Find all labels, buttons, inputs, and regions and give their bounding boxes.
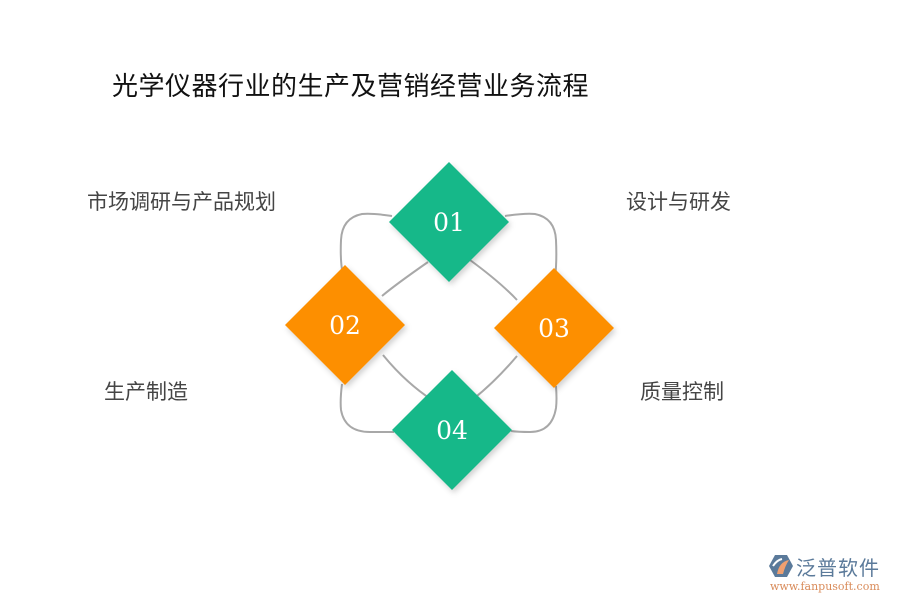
step-diamond-03 [494, 268, 614, 388]
step-label-market-research: 市场调研与产品规划 [87, 190, 276, 214]
connector-01-03 [469, 259, 518, 301]
outer-arc-top-right [504, 212, 558, 279]
step-diamond-04 [392, 370, 512, 490]
outer-arc-top-left [339, 212, 393, 276]
logo-url: www.fanpusoft.com [770, 580, 880, 593]
outer-arc-bottom-right [510, 385, 558, 434]
step-number-03: 03 [538, 314, 570, 343]
step-number-04: 04 [436, 416, 468, 445]
step-diamond-02 [285, 265, 405, 385]
outer-arc-bottom-left [339, 383, 394, 433]
brand-logo: 泛普软件 www.fanpusoft.com [768, 552, 896, 596]
step-number-01: 01 [433, 208, 465, 237]
page-title: 光学仪器行业的生产及营销经营业务流程 [112, 72, 590, 102]
step-number-02: 02 [329, 311, 361, 340]
logo-hexagon-icon [769, 555, 793, 577]
connector-03-04 [471, 355, 518, 401]
step-label-quality-control: 质量控制 [640, 380, 724, 404]
step-label-production: 生产制造 [104, 380, 188, 404]
connector-02-04 [382, 354, 433, 401]
outer-connectors [339, 212, 558, 434]
logo-brand-name: 泛普软件 [796, 556, 880, 580]
step-label-design-rd: 设计与研发 [626, 190, 731, 214]
step-diamond-01 [389, 162, 509, 282]
connector-01-02 [381, 261, 429, 297]
